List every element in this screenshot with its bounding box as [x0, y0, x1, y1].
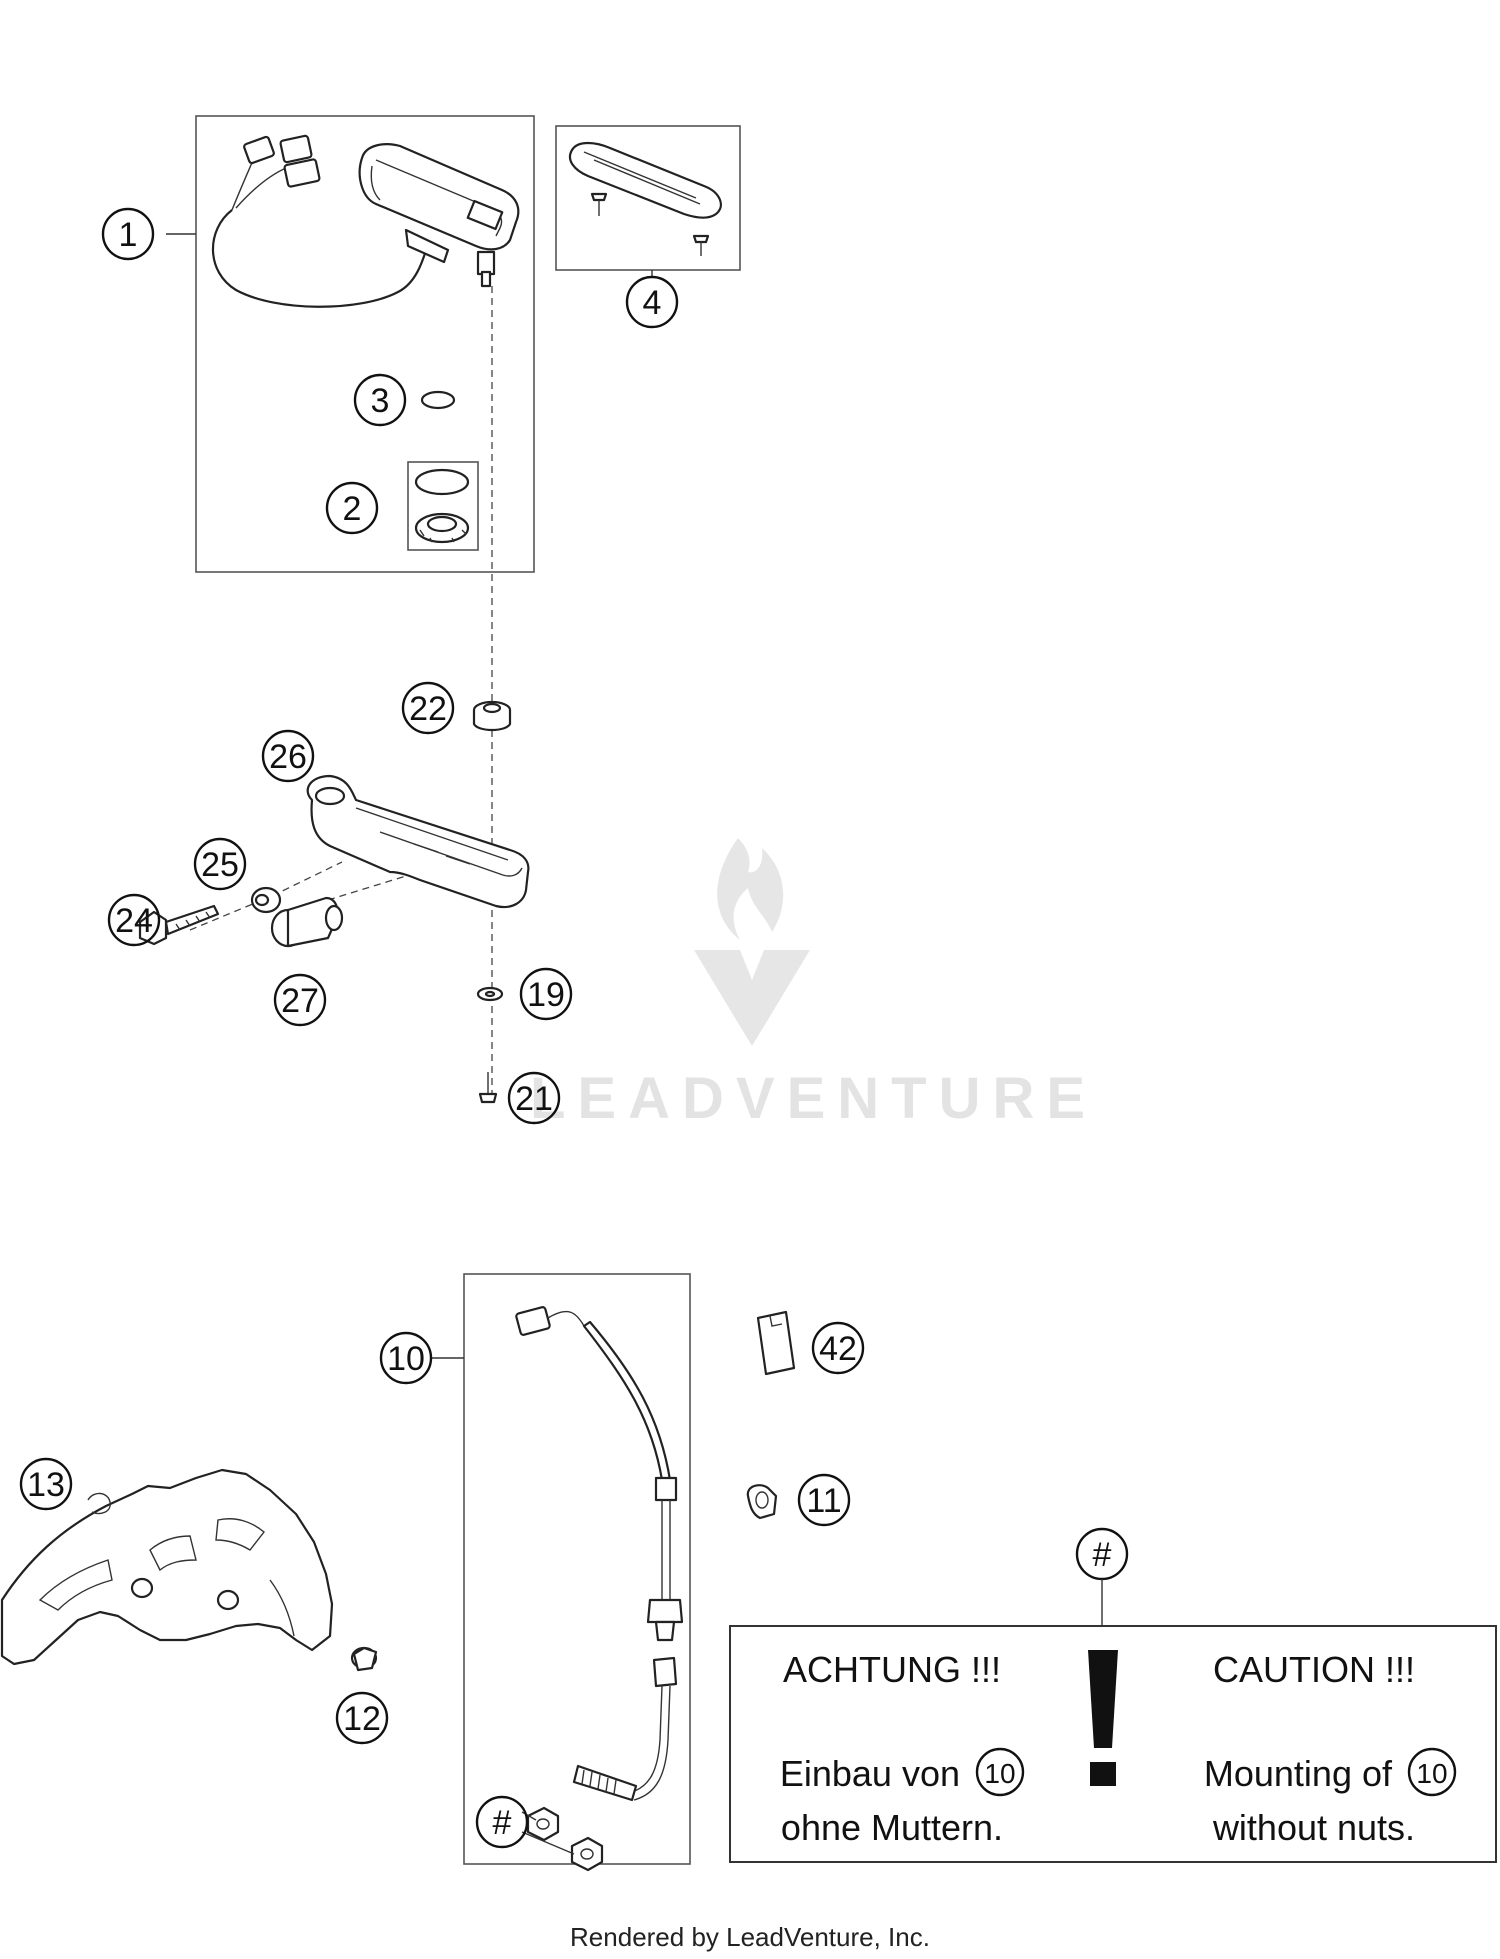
- callout-27-ring: [273, 973, 327, 1027]
- part-13-clip: [87, 1492, 111, 1515]
- callout-11-ring: [797, 1473, 851, 1527]
- callout-1-ring: [101, 207, 155, 261]
- part-2-gear: [414, 512, 470, 544]
- callout-2-ring: [325, 481, 379, 535]
- caution-line2-de: ohne Muttern.: [781, 1807, 1003, 1848]
- caution-box: [729, 1625, 1497, 1863]
- callout-4: 4: [643, 284, 662, 322]
- caution-line2-en: without nuts.: [1212, 1807, 1415, 1848]
- callout-27: 27: [281, 982, 319, 1020]
- callout-19-ring: [519, 967, 573, 1021]
- part-11-clamp: [746, 1484, 778, 1520]
- speed-sensor-cable: [515, 1306, 684, 1802]
- callout-22: 22: [409, 690, 447, 728]
- part-3-cap: [420, 390, 456, 410]
- caution-ref-en-ring: [1407, 1747, 1457, 1797]
- part-13-pulse-ring: [0, 1468, 334, 1666]
- speedometer-cover: [568, 141, 722, 219]
- exclamation-icon: [1088, 1650, 1118, 1786]
- watermark: LEADVENTURE: [530, 838, 1097, 1131]
- callout-1: 1: [119, 216, 138, 254]
- callout-21: 21: [515, 1080, 553, 1118]
- caution-title-en: CAUTION !!!: [1213, 1649, 1415, 1690]
- caution-ref-de: 10: [984, 1758, 1015, 1789]
- callout-42: 42: [819, 1330, 857, 1368]
- kit-box-1: [195, 115, 535, 573]
- cover-screws: [590, 192, 710, 256]
- callout-10: 10: [387, 1340, 425, 1378]
- callout-hash-sensor: #: [493, 1804, 512, 1842]
- callout-12-ring: [335, 1691, 389, 1745]
- callout-22-ring: [401, 681, 455, 735]
- callout-3-ring: [353, 373, 407, 427]
- part-27-mount: [270, 896, 344, 948]
- part-19-washer-hole: [484, 990, 496, 998]
- part-26-bracket: [306, 774, 530, 909]
- part-12-sleeve: [350, 1646, 378, 1672]
- caution-line1-de: Einbau von: [780, 1753, 960, 1794]
- callout-25: 25: [201, 846, 239, 884]
- part-22-grommet: [472, 700, 512, 732]
- callout-13-ring: [19, 1457, 73, 1511]
- kit-box-4: [555, 125, 741, 271]
- speedometer-wiring: [211, 134, 430, 308]
- sensor-nuts: [526, 1806, 604, 1872]
- part-21-screw: [478, 1072, 498, 1104]
- part-2-box: [407, 461, 479, 551]
- callout-21-ring: [507, 1071, 561, 1125]
- hash-leader-b: [521, 1831, 575, 1855]
- callout-19: 19: [527, 976, 565, 1014]
- callout-42-ring: [811, 1321, 865, 1375]
- callout-3: 3: [371, 382, 390, 420]
- watermark-v-icon: [694, 950, 810, 1046]
- watermark-text: LEADVENTURE: [530, 1066, 1097, 1131]
- part-25-bushing: [250, 886, 282, 914]
- callout-12: 12: [343, 1700, 381, 1738]
- caution-ref-en: 10: [1416, 1758, 1447, 1789]
- watermark-flame-icon: [717, 838, 784, 940]
- callout-24: 24: [115, 902, 153, 940]
- caution-hash: #: [1093, 1536, 1112, 1574]
- callout-11: 11: [806, 1482, 841, 1520]
- callout-hash-sensor-ring: [475, 1795, 529, 1849]
- callout-4-ring: [625, 275, 679, 329]
- callout-10-ring: [379, 1331, 433, 1385]
- caution-title-de: ACHTUNG !!!: [783, 1649, 1001, 1690]
- leader-25-dash: [271, 861, 343, 897]
- caution-line1-en: Mounting of: [1204, 1753, 1393, 1794]
- part-42-clip: [756, 1310, 796, 1376]
- callout-2: 2: [343, 490, 362, 528]
- part-2-oring: [414, 468, 470, 496]
- callout-24-ring: [107, 893, 161, 947]
- caution-ref-de-ring: [975, 1747, 1025, 1797]
- callout-13: 13: [27, 1466, 65, 1504]
- callout-26-ring: [261, 729, 315, 783]
- footer-credit: Rendered by LeadVenture, Inc.: [570, 1922, 930, 1952]
- leader-27-dash: [327, 875, 407, 901]
- callout-26: 26: [269, 738, 307, 776]
- speedometer: [358, 143, 520, 288]
- callout-25-ring: [193, 837, 247, 891]
